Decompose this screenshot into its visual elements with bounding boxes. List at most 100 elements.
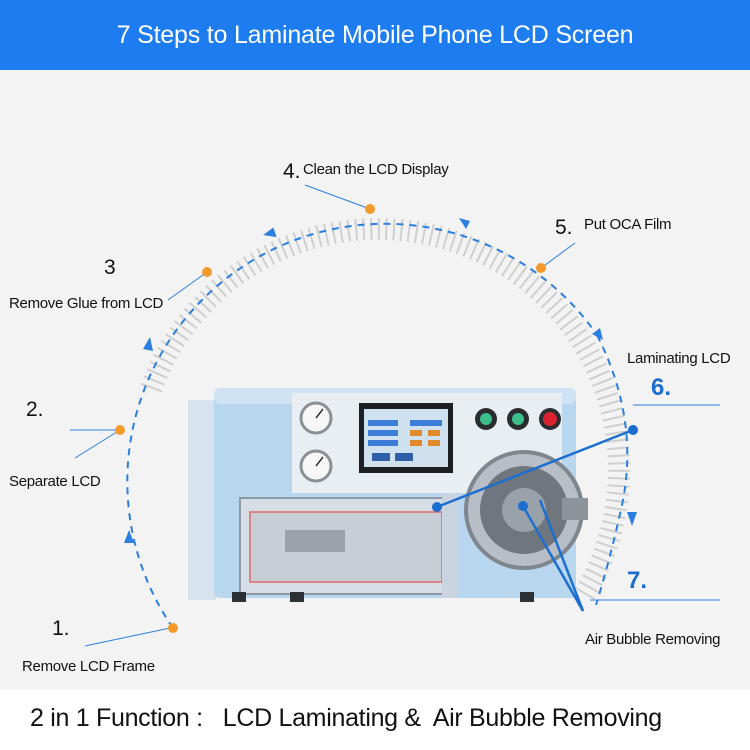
tick-mark — [593, 547, 616, 558]
pointer-dot — [628, 425, 638, 435]
chamber-hinge — [442, 494, 458, 598]
tick-mark — [370, 218, 373, 241]
tick-mark — [575, 341, 596, 355]
tick-mark — [205, 285, 222, 303]
tick-mark — [448, 230, 458, 252]
push-button-icon — [475, 408, 497, 430]
tick-mark — [582, 574, 603, 587]
tick-mark — [606, 438, 629, 443]
tick-mark — [600, 527, 623, 535]
tick-mark — [160, 340, 181, 354]
tick-mark — [354, 218, 359, 241]
arrow-icon — [143, 337, 153, 351]
tick-mark — [277, 238, 289, 259]
step-arc-end — [595, 334, 629, 606]
tick-mark — [385, 218, 388, 241]
tick-mark — [578, 580, 599, 594]
laminating-tray — [285, 530, 345, 552]
pointer-dot — [518, 501, 528, 511]
tick-mark — [603, 512, 626, 520]
page-title: 7 Steps to Laminate Mobile Phone LCD Scr… — [116, 20, 634, 49]
tick-mark — [256, 248, 269, 269]
step-dot-4 — [365, 204, 375, 214]
tick-mark — [194, 296, 212, 313]
tick-mark — [392, 218, 396, 241]
machine-side-panel — [188, 400, 216, 600]
step-7-number: 7. — [627, 567, 648, 594]
tick-mark — [607, 454, 630, 458]
tick-mark — [572, 334, 592, 349]
tick-mark — [428, 224, 435, 246]
tick-mark — [518, 270, 534, 290]
tick-mark — [236, 260, 251, 280]
arrow-icon — [124, 530, 134, 543]
tick-ring — [140, 217, 631, 600]
footer-bar: 2 in 1 Function : LCD Laminating & Air B… — [0, 690, 750, 750]
tick-mark — [591, 554, 613, 565]
arrow-icon — [627, 512, 637, 526]
pressure-gauge-icon — [299, 449, 333, 483]
chamber-window — [249, 511, 443, 583]
tick-mark — [165, 333, 185, 347]
tick-mark — [475, 241, 488, 263]
tick-mark — [540, 291, 558, 309]
step-dots — [115, 204, 546, 633]
tick-mark — [249, 252, 263, 273]
step-4-number: 4. — [283, 160, 301, 183]
tick-mark — [607, 446, 630, 451]
tick-mark — [242, 256, 257, 276]
emergency-stop-icon — [539, 408, 561, 430]
tick-mark — [462, 235, 473, 257]
tick-mark — [143, 375, 165, 386]
pointer-line-bubble — [521, 505, 585, 612]
tick-mark — [602, 520, 624, 527]
tick-mark — [153, 353, 174, 366]
step-5-label: Put OCA Film — [584, 216, 672, 233]
step-3-number: 3 — [104, 256, 116, 279]
tick-mark — [605, 498, 629, 504]
tick-mark — [178, 314, 198, 330]
push-button-icon — [507, 408, 529, 430]
tick-mark — [285, 235, 296, 257]
tick-mark — [300, 229, 309, 252]
tick-mark — [488, 249, 502, 270]
tick-mark — [413, 221, 420, 244]
tick-mark — [307, 227, 316, 250]
tick-mark — [555, 309, 574, 325]
tick-mark — [501, 257, 515, 277]
step-dot-2 — [115, 425, 125, 435]
arrow-icon — [592, 328, 603, 340]
tick-mark — [140, 382, 163, 393]
pointer-line-bubble-2 — [538, 499, 585, 612]
step-arc — [126, 222, 598, 629]
arrow-icon — [263, 227, 277, 238]
tick-mark — [315, 225, 323, 248]
tick-mark — [292, 232, 302, 254]
tick-mark — [188, 301, 207, 319]
tick-mark — [596, 392, 619, 401]
tick-mark — [606, 491, 629, 496]
tick-mark — [596, 540, 618, 550]
step-5-number: 5. — [555, 216, 573, 239]
tick-mark — [575, 586, 596, 600]
tick-mark — [582, 355, 604, 368]
tick-mark — [598, 533, 620, 543]
tick-mark — [211, 279, 228, 298]
tick-mark — [146, 368, 168, 379]
tick-mark — [524, 275, 541, 294]
tick-mark — [469, 238, 480, 260]
callout-lines — [70, 184, 720, 647]
tick-mark — [174, 320, 193, 336]
tick-mark — [529, 280, 547, 299]
tick-mark — [579, 348, 600, 361]
tick-mark — [199, 290, 217, 308]
tick-mark — [507, 261, 522, 281]
tick-mark — [183, 307, 202, 324]
step-6-number: 6. — [651, 374, 672, 401]
touch-screen-icon — [359, 403, 453, 473]
step-6-label: Laminating LCD — [627, 350, 731, 367]
tick-mark — [229, 265, 245, 285]
laminating-machine — [188, 388, 588, 602]
tick-mark — [406, 219, 412, 243]
